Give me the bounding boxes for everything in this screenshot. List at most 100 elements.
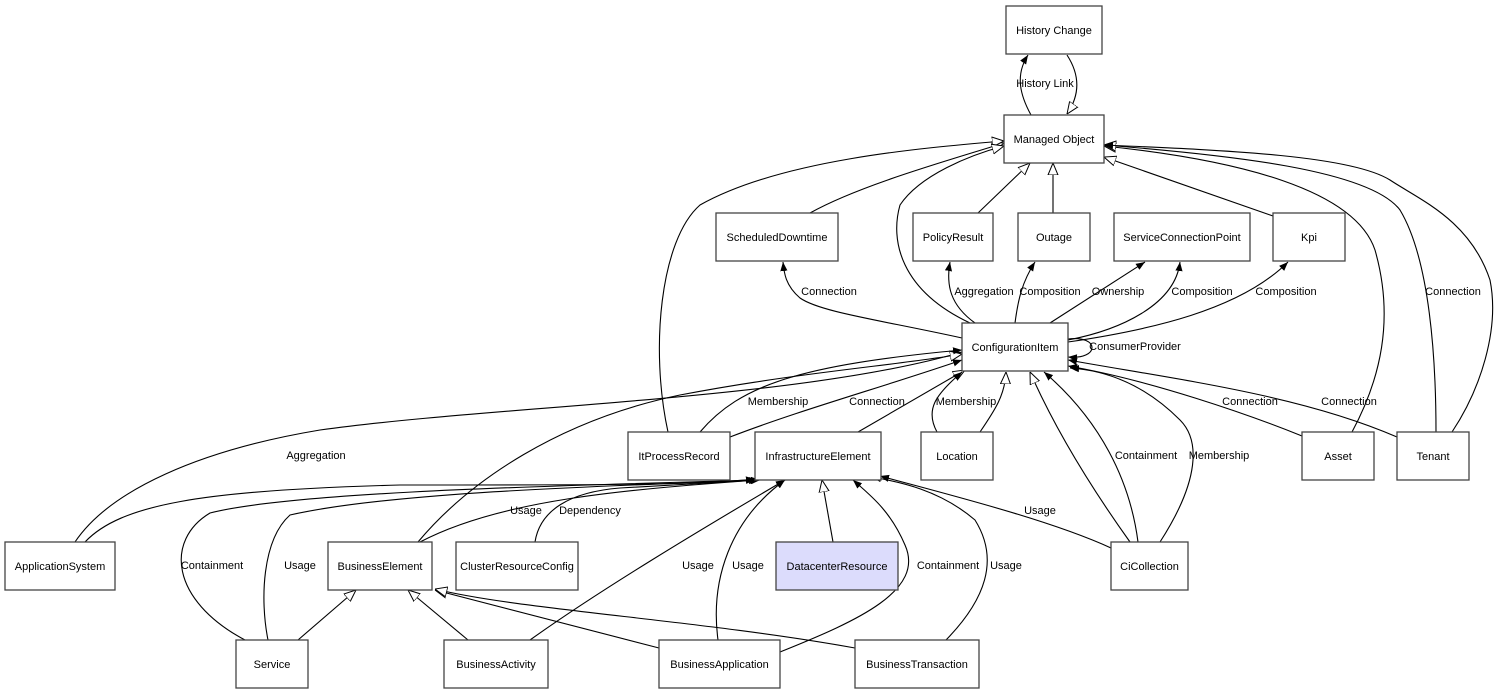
node-box[interactable]	[912, 212, 994, 262]
node-box[interactable]	[961, 322, 1069, 372]
node-box[interactable]	[920, 431, 994, 481]
node-box[interactable]	[1017, 212, 1091, 262]
node-kpi[interactable]: Kpi	[1272, 212, 1346, 262]
inheritance-arrow	[896, 146, 1004, 324]
node-box[interactable]	[1396, 431, 1470, 481]
edge-service-to-businesselement	[297, 590, 356, 641]
node-label: Service	[254, 659, 291, 671]
inheritance-arrow	[297, 590, 356, 641]
inheritance-arrow	[658, 141, 1004, 433]
node-managedobject[interactable]: Managed Object	[1003, 114, 1105, 164]
node-applicationsystem[interactable]: ApplicationSystem	[4, 541, 116, 591]
node-scheduleddowntime[interactable]: ScheduledDowntime	[715, 212, 839, 262]
inheritance-arrow	[417, 354, 962, 543]
node-box[interactable]	[1110, 541, 1189, 591]
node-box[interactable]	[775, 541, 899, 591]
node-label: BusinessApplication	[670, 659, 768, 671]
node-box[interactable]	[1301, 431, 1375, 481]
inheritance-arrow	[979, 372, 1006, 433]
node-tenant[interactable]: Tenant	[1396, 431, 1470, 481]
association-arrow	[180, 476, 756, 641]
association-arrow	[1019, 54, 1032, 116]
inheritance-arrow	[1104, 157, 1274, 217]
node-box[interactable]	[1005, 5, 1103, 55]
edge-label: Usage	[1024, 505, 1056, 517]
node-outage[interactable]: Outage	[1017, 212, 1091, 262]
edge-configurationitem-to-scheduleddowntime	[780, 261, 963, 339]
node-label: InfrastructureElement	[765, 451, 870, 463]
edge-itprocessrecord-to-configurationitem	[699, 347, 963, 433]
edge-configurationitem-to-serviceconnectionpoint	[1067, 261, 1183, 341]
edge-cicollection-to-configurationitem	[1043, 371, 1139, 543]
edge-historychange-to-managedobject	[1067, 54, 1077, 114]
node-service[interactable]: Service	[235, 639, 309, 689]
edge-businesstransaction-to-businesselement	[435, 589, 856, 649]
node-box[interactable]	[327, 541, 433, 591]
node-datacenterresource[interactable]: DatacenterResource	[775, 541, 899, 591]
node-label: ServiceConnectionPoint	[1123, 232, 1240, 244]
edge-service-to-infrastructureelement	[263, 476, 761, 641]
node-configurationitem[interactable]: ConfigurationItem	[961, 322, 1069, 372]
node-box[interactable]	[455, 541, 579, 591]
node-cicollection[interactable]: CiCollection	[1110, 541, 1189, 591]
edge-asset-to-configurationitem	[1067, 363, 1303, 437]
node-box[interactable]	[1003, 114, 1105, 164]
node-box[interactable]	[443, 639, 549, 689]
node-historychange[interactable]: History Change	[1005, 5, 1103, 55]
edge-label: Containment	[917, 560, 979, 572]
node-businesstransaction[interactable]: BusinessTransaction	[854, 639, 980, 689]
edge-kpi-to-managedobject	[1104, 157, 1274, 217]
node-box[interactable]	[754, 431, 882, 481]
edge-itprocessrecord-to-managedobject	[658, 141, 1004, 433]
node-label: Location	[936, 451, 978, 463]
edge-managedobject-to-historychange	[1019, 54, 1032, 116]
inheritance-arrow	[408, 590, 469, 641]
inheritance-arrow	[809, 143, 1004, 214]
edge-label: History Link	[1016, 78, 1074, 90]
node-clusterresourceconfig[interactable]: ClusterResourceConfig	[455, 541, 579, 591]
node-label: Outage	[1036, 232, 1072, 244]
edge-businessapplication-to-infrastructureelement	[779, 479, 910, 653]
edge-applicationsystem-to-configurationitem	[74, 351, 963, 543]
node-label: DatacenterResource	[787, 561, 888, 573]
inheritance-arrow	[435, 590, 660, 649]
node-serviceconnectionpoint[interactable]: ServiceConnectionPoint	[1113, 212, 1251, 262]
edge-businessactivity-to-infrastructureelement	[529, 479, 786, 641]
node-box[interactable]	[1113, 212, 1251, 262]
edge-configurationitem-to-kpi	[1067, 261, 1289, 343]
node-infrastructureelement[interactable]: InfrastructureElement	[754, 431, 882, 481]
node-box[interactable]	[715, 212, 839, 262]
edge-label: Composition	[1255, 286, 1316, 298]
node-location[interactable]: Location	[920, 431, 994, 481]
edge-configurationitem-to-outage	[1014, 261, 1036, 324]
association-arrow	[879, 474, 1112, 549]
node-box[interactable]	[627, 431, 731, 481]
node-box[interactable]	[854, 639, 980, 689]
association-arrow	[715, 479, 786, 641]
node-policyresult[interactable]: PolicyResult	[912, 212, 994, 262]
node-box[interactable]	[4, 541, 116, 591]
edge-label: Connection	[849, 396, 905, 408]
node-label: CiCollection	[1120, 561, 1179, 573]
node-box[interactable]	[658, 639, 781, 689]
node-asset[interactable]: Asset	[1301, 431, 1375, 481]
edges-layer	[74, 54, 1494, 653]
association-arrow	[419, 477, 759, 543]
node-box[interactable]	[235, 639, 309, 689]
association-arrow	[1067, 261, 1183, 341]
node-label: History Change	[1016, 25, 1092, 37]
edge-location-to-configurationitem	[931, 371, 963, 433]
node-businessactivity[interactable]: BusinessActivity	[443, 639, 549, 689]
node-itprocessrecord[interactable]: ItProcessRecord	[627, 431, 731, 481]
node-box[interactable]	[1272, 212, 1346, 262]
edge-businessapplication-to-businesselement	[435, 590, 660, 649]
node-businesselement[interactable]: BusinessElement	[327, 541, 433, 591]
edge-label: Connection	[801, 286, 857, 298]
node-businessapplication[interactable]: BusinessApplication	[658, 639, 781, 689]
edge-asset-to-managedobject	[1104, 146, 1385, 433]
association-arrow	[944, 261, 976, 324]
association-arrow	[1049, 261, 1146, 324]
association-arrow	[780, 261, 963, 339]
